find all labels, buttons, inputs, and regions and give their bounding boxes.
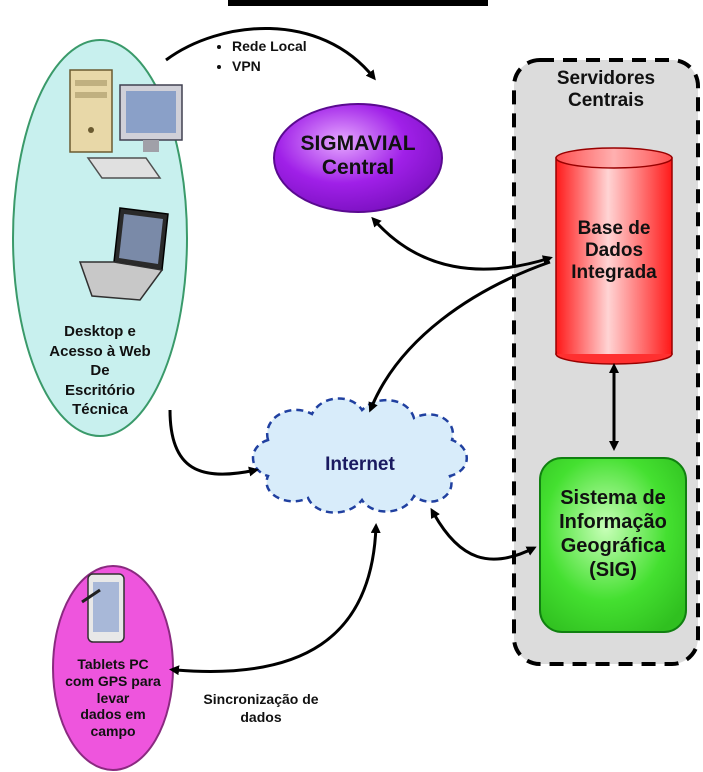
tablet-pen-icon (81, 573, 125, 643)
edge-sigmavial-database (371, 216, 553, 271)
desktop-label: Desktop e Acesso à Web De Escritório Téc… (49, 323, 151, 418)
edge-internet-database (368, 260, 551, 413)
laptop-icon (78, 207, 169, 301)
top-bar (228, 0, 488, 6)
edge-internet-sig (430, 507, 537, 561)
sigmavial-label: SIGMAVIAL Central (300, 132, 416, 180)
edge-desktop-sigmavial (165, 27, 376, 81)
edge-desktop-internet (168, 409, 259, 477)
sig-box (539, 457, 687, 633)
sig-label: Sistema de Informação Geográfica (SIG) (559, 487, 667, 581)
sync-label: Sincronização de dados (203, 691, 319, 726)
database-cylinder (555, 147, 673, 365)
network-list-item-vpn: VPN (232, 56, 307, 76)
tablets-label: Tablets PC com GPS para levar dados em c… (65, 656, 161, 740)
network-list: Rede Local VPN (214, 36, 307, 76)
internet-label: Internet (325, 454, 395, 475)
edge-tablets-internet (169, 523, 381, 676)
internet-cloud (251, 397, 468, 514)
desktop-computer-icon (69, 69, 183, 179)
sigmavial-ellipse (273, 103, 443, 213)
servers-title: Servidores Centrais (556, 68, 656, 111)
network-list-item-rede-local: Rede Local (232, 36, 307, 56)
database-label: Base de Dados Integrada (571, 218, 657, 283)
